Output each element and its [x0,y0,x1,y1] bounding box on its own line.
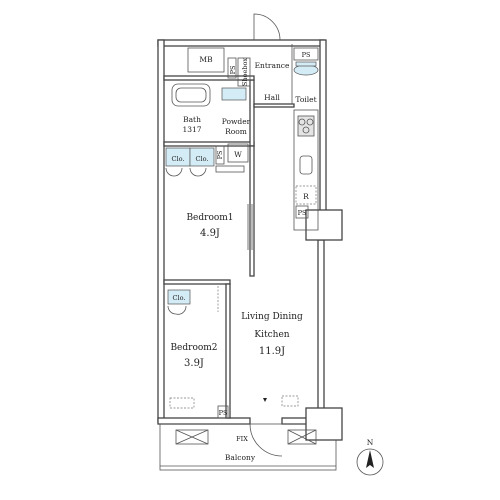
closet-label-2: Clo. [196,155,209,163]
lighting-marker [263,398,267,402]
ps-label-living: PS [219,409,228,417]
hall-label: Hall [264,93,280,102]
toilet-fixture [293,61,319,76]
ps-label-top: PS [302,51,311,59]
bedroom1-sliding-door[interactable] [247,204,253,250]
ldk-size-label: 11.9J [259,346,285,357]
ps-label-powder: PS [216,151,224,160]
fridge-label: R [303,192,309,201]
toilet-label: Toilet [295,95,316,104]
bedroom2-size-label: 3.9J [184,358,204,369]
shoebox-label: Shoebox [241,58,249,86]
bath-label: Bath [183,115,201,124]
bathtub [171,83,211,107]
kitchen-counter [293,109,319,231]
bath-size-label: 1317 [182,125,201,134]
fix-window-label: FIX [236,435,248,443]
balcony-area [159,423,337,471]
closet-doors [165,167,207,177]
bedroom2-name-label: Bedroom2 [170,343,217,353]
bedroom1-size-label: 4.9J [200,228,220,239]
ldk-label-line1: Living Dining [241,312,303,322]
columns [305,209,343,441]
sink-icon [221,87,247,101]
powder-room-label-line2: Room [225,127,247,136]
mb-label: MB [199,55,213,64]
entrance-label: Entrance [255,61,290,70]
ps-label-kitchen: PS [298,209,307,217]
balcony-windows[interactable] [175,423,317,457]
powder-room-label-line1: Powder [222,117,251,126]
ps-label-entrance: PS [229,66,237,75]
closet-label-1: Clo. [172,155,185,163]
north-arrow-icon [356,448,384,476]
closet-label-3: Clo. [173,294,186,302]
interior-walls [163,44,295,419]
bedroom1-name-label: Bedroom1 [186,213,233,223]
washer-label: W [234,150,242,159]
balcony-label: Balcony [225,453,256,462]
entrance-door[interactable] [253,13,281,41]
north-label: N [367,438,374,447]
ldk-label-line2: Kitchen [254,330,289,340]
closet-door-bedroom2 [167,305,187,315]
